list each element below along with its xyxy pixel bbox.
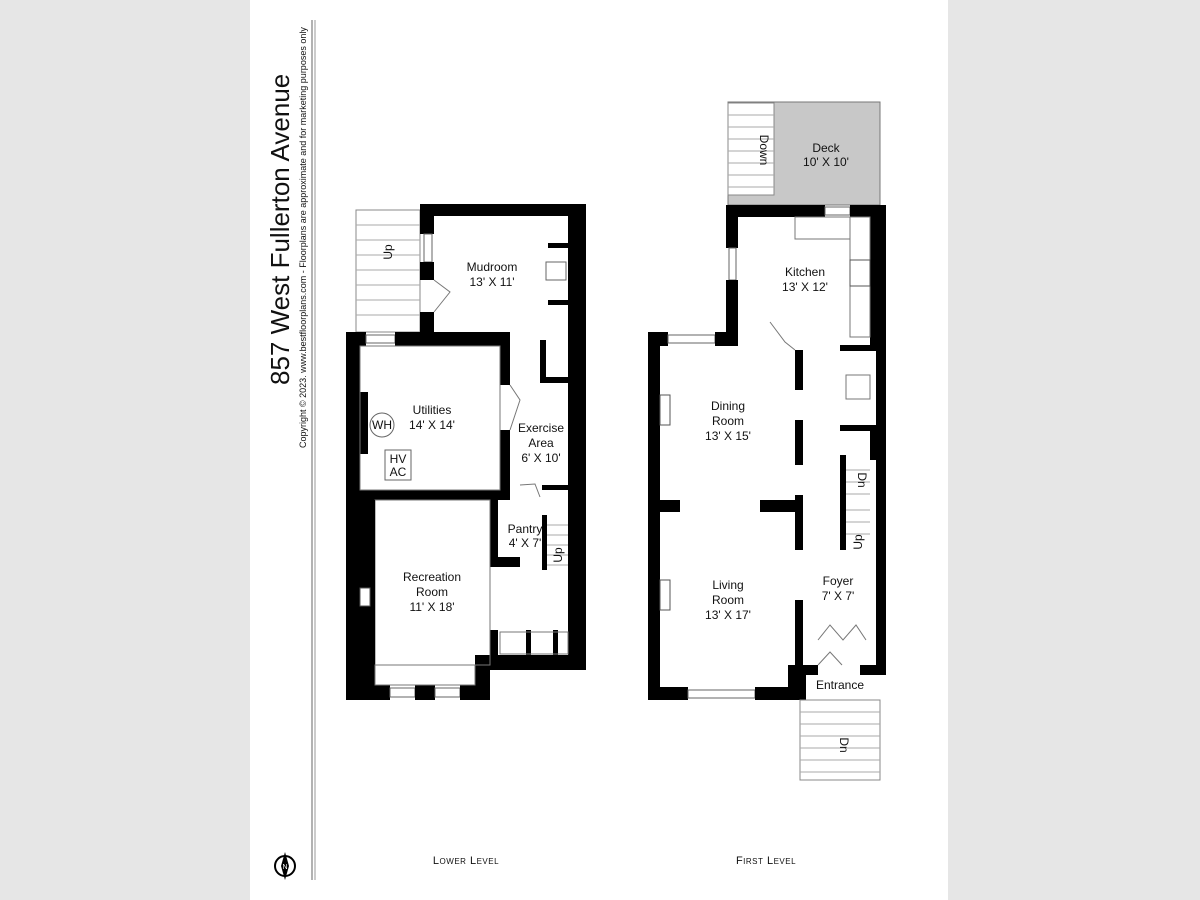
exercise-area-name-2: Area xyxy=(528,436,554,450)
water-heater-label: WH xyxy=(372,418,392,432)
kitchen-size: 13' X 12' xyxy=(782,280,828,294)
pantry-name: Pantry xyxy=(508,522,543,536)
lower-stairs-up-label: Up xyxy=(381,244,395,260)
mudroom-size: 13' X 11' xyxy=(469,275,514,289)
pantry-stairs-up-label: Up xyxy=(551,547,565,563)
recreation-room-name-2: Room xyxy=(416,585,448,599)
entrance-name: Entrance xyxy=(816,678,864,692)
pantry-size: 4' X 7' xyxy=(509,536,542,550)
copyright-text: Copyright © 2023. www.bestfloorplans.com… xyxy=(298,27,308,448)
recreation-room-size: 11' X 18' xyxy=(409,600,454,614)
compass-label: N xyxy=(282,864,287,871)
toilet-icon xyxy=(845,374,871,400)
dining-room-size: 13' X 15' xyxy=(705,429,751,443)
dining-room-name-2: Room xyxy=(712,414,744,428)
hvac-unit-icon: HV AC xyxy=(384,449,412,481)
dining-room-name-1: Dining xyxy=(711,399,745,413)
mudroom-name: Mudroom xyxy=(467,260,518,274)
property-title: 857 West Fullerton Avenue xyxy=(265,74,295,385)
deck-name: Deck xyxy=(812,141,840,155)
first-level-plan: Down Deck 10' X 10' xyxy=(648,101,886,867)
deck-size: 10' X 10' xyxy=(803,155,849,169)
first-level-label: First Level xyxy=(736,855,796,867)
utilities-name: Utilities xyxy=(413,403,452,417)
hvac-label-2: AC xyxy=(390,465,407,479)
utilities-size: 14' X 14' xyxy=(409,418,455,432)
recreation-room-name-1: Recreation xyxy=(403,570,461,584)
living-room-name-1: Living xyxy=(712,578,743,592)
stove-icon xyxy=(849,259,871,287)
kitchen-name: Kitchen xyxy=(785,265,825,279)
foyer-name: Foyer xyxy=(823,574,854,588)
exercise-area-size: 6' X 10' xyxy=(521,451,560,465)
foyer-size: 7' X 7' xyxy=(822,589,855,603)
living-room-size: 13' X 17' xyxy=(705,608,751,622)
lower-level-plan: Up Up Mudroom 13' X 11' Utilities 14' X … xyxy=(346,204,586,867)
deck-stairs-down-label: Down xyxy=(757,135,771,166)
water-heater-icon: WH xyxy=(369,412,395,438)
living-room-name-2: Room xyxy=(712,593,744,607)
exercise-area-name-1: Exercise xyxy=(518,421,564,435)
title-block: 857 West Fullerton Avenue Copyright © 20… xyxy=(265,20,316,880)
lower-level-label: Lower Level xyxy=(433,855,499,867)
front-stairs-down-label: Dn xyxy=(837,737,851,752)
lower-stairs-up xyxy=(355,209,421,333)
north-compass-icon: N xyxy=(274,852,296,880)
hvac-label-1: HV xyxy=(390,452,407,466)
hall-stairs-up-label: Up xyxy=(851,534,865,550)
hall-stairs-down-label: Dn xyxy=(855,472,869,487)
sink-icon xyxy=(545,261,567,281)
